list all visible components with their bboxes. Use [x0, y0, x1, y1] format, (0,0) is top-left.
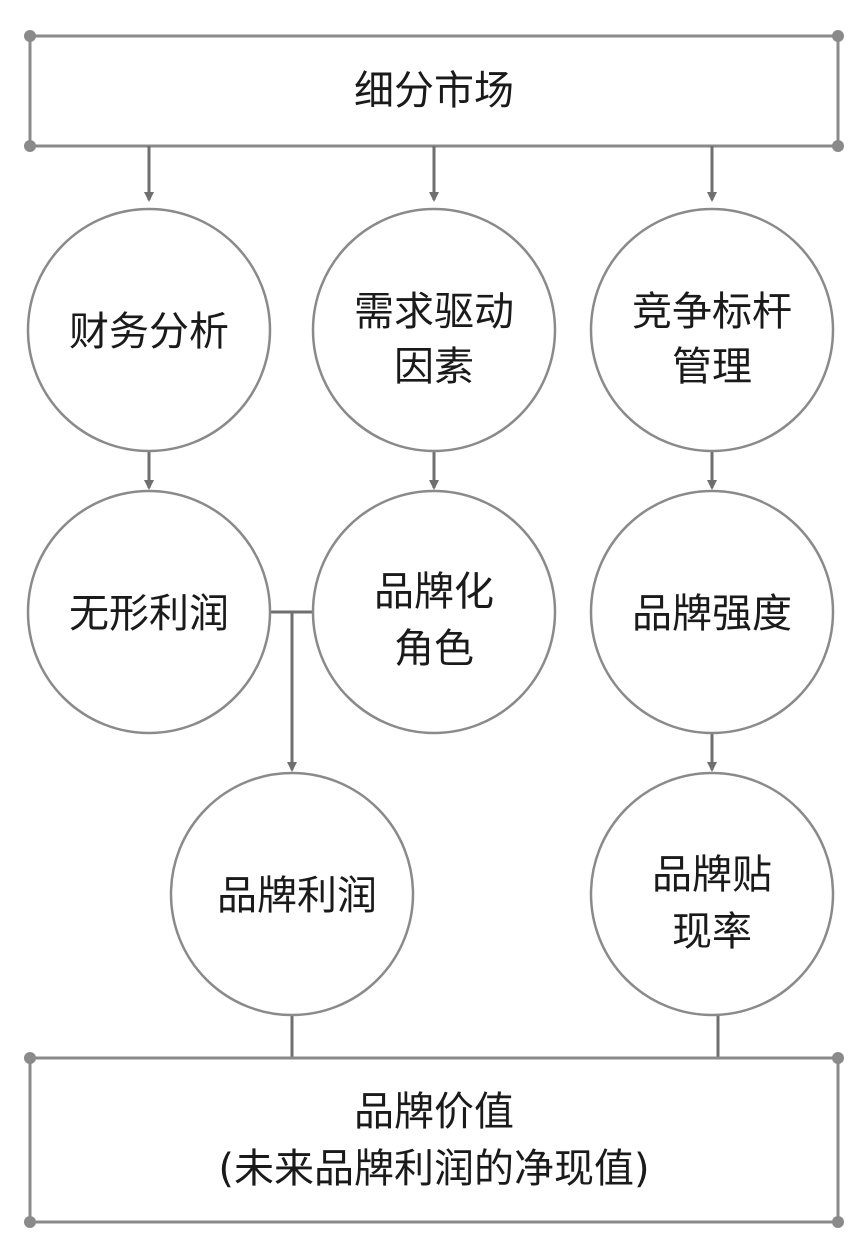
competitive-benchmark-label-line1: 竞争标杆 [632, 289, 792, 335]
corner-dot [832, 30, 844, 42]
brand-value-label-line1: 品牌价值 [354, 1089, 514, 1135]
corner-dot [24, 140, 36, 152]
connectors [144, 146, 720, 1058]
node-branding-role: 品牌化 角色 [311, 489, 557, 735]
demand-drivers-label-line2: 因素 [394, 344, 474, 390]
node-intangible-profit: 无形利润 [26, 489, 272, 735]
demand-drivers-label-line1: 需求驱动 [354, 289, 514, 335]
corner-dot [24, 1052, 36, 1064]
node-financial-analysis: 财务分析 [26, 207, 272, 453]
brand-discount-rate-label-line2: 现率 [672, 909, 752, 955]
segment-market-box: 细分市场 [24, 30, 844, 152]
corner-dot [24, 30, 36, 42]
branding-role-label-line1: 品牌化 [374, 569, 494, 615]
competitive-benchmark-label-line2: 管理 [672, 344, 752, 390]
node-brand-strength: 品牌强度 [589, 489, 835, 735]
brand-profit-label: 品牌利润 [217, 873, 377, 919]
node-brand-discount-rate: 品牌贴 现率 [589, 771, 835, 1017]
branding-role-label-line2: 角色 [394, 626, 474, 672]
segment-market-label: 细分市场 [354, 68, 514, 114]
brand-strength-label: 品牌强度 [632, 591, 792, 637]
corner-dot [832, 1216, 844, 1228]
financial-analysis-label: 财务分析 [69, 309, 229, 355]
node-competitive-benchmark: 竞争标杆 管理 [589, 207, 835, 453]
corner-dot [832, 1052, 844, 1064]
brand-discount-rate-label-line1: 品牌贴 [652, 852, 772, 898]
node-brand-profit: 品牌利润 [169, 771, 415, 1017]
corner-dot [24, 1216, 36, 1228]
intangible-profit-label: 无形利润 [69, 591, 229, 637]
brand-value-box: 品牌价值 (未来品牌利润的净现值) [24, 1052, 844, 1228]
corner-dot [832, 140, 844, 152]
node-demand-drivers: 需求驱动 因素 [311, 207, 557, 453]
brand-value-label-line2: (未来品牌利润的净现值) [218, 1146, 649, 1192]
